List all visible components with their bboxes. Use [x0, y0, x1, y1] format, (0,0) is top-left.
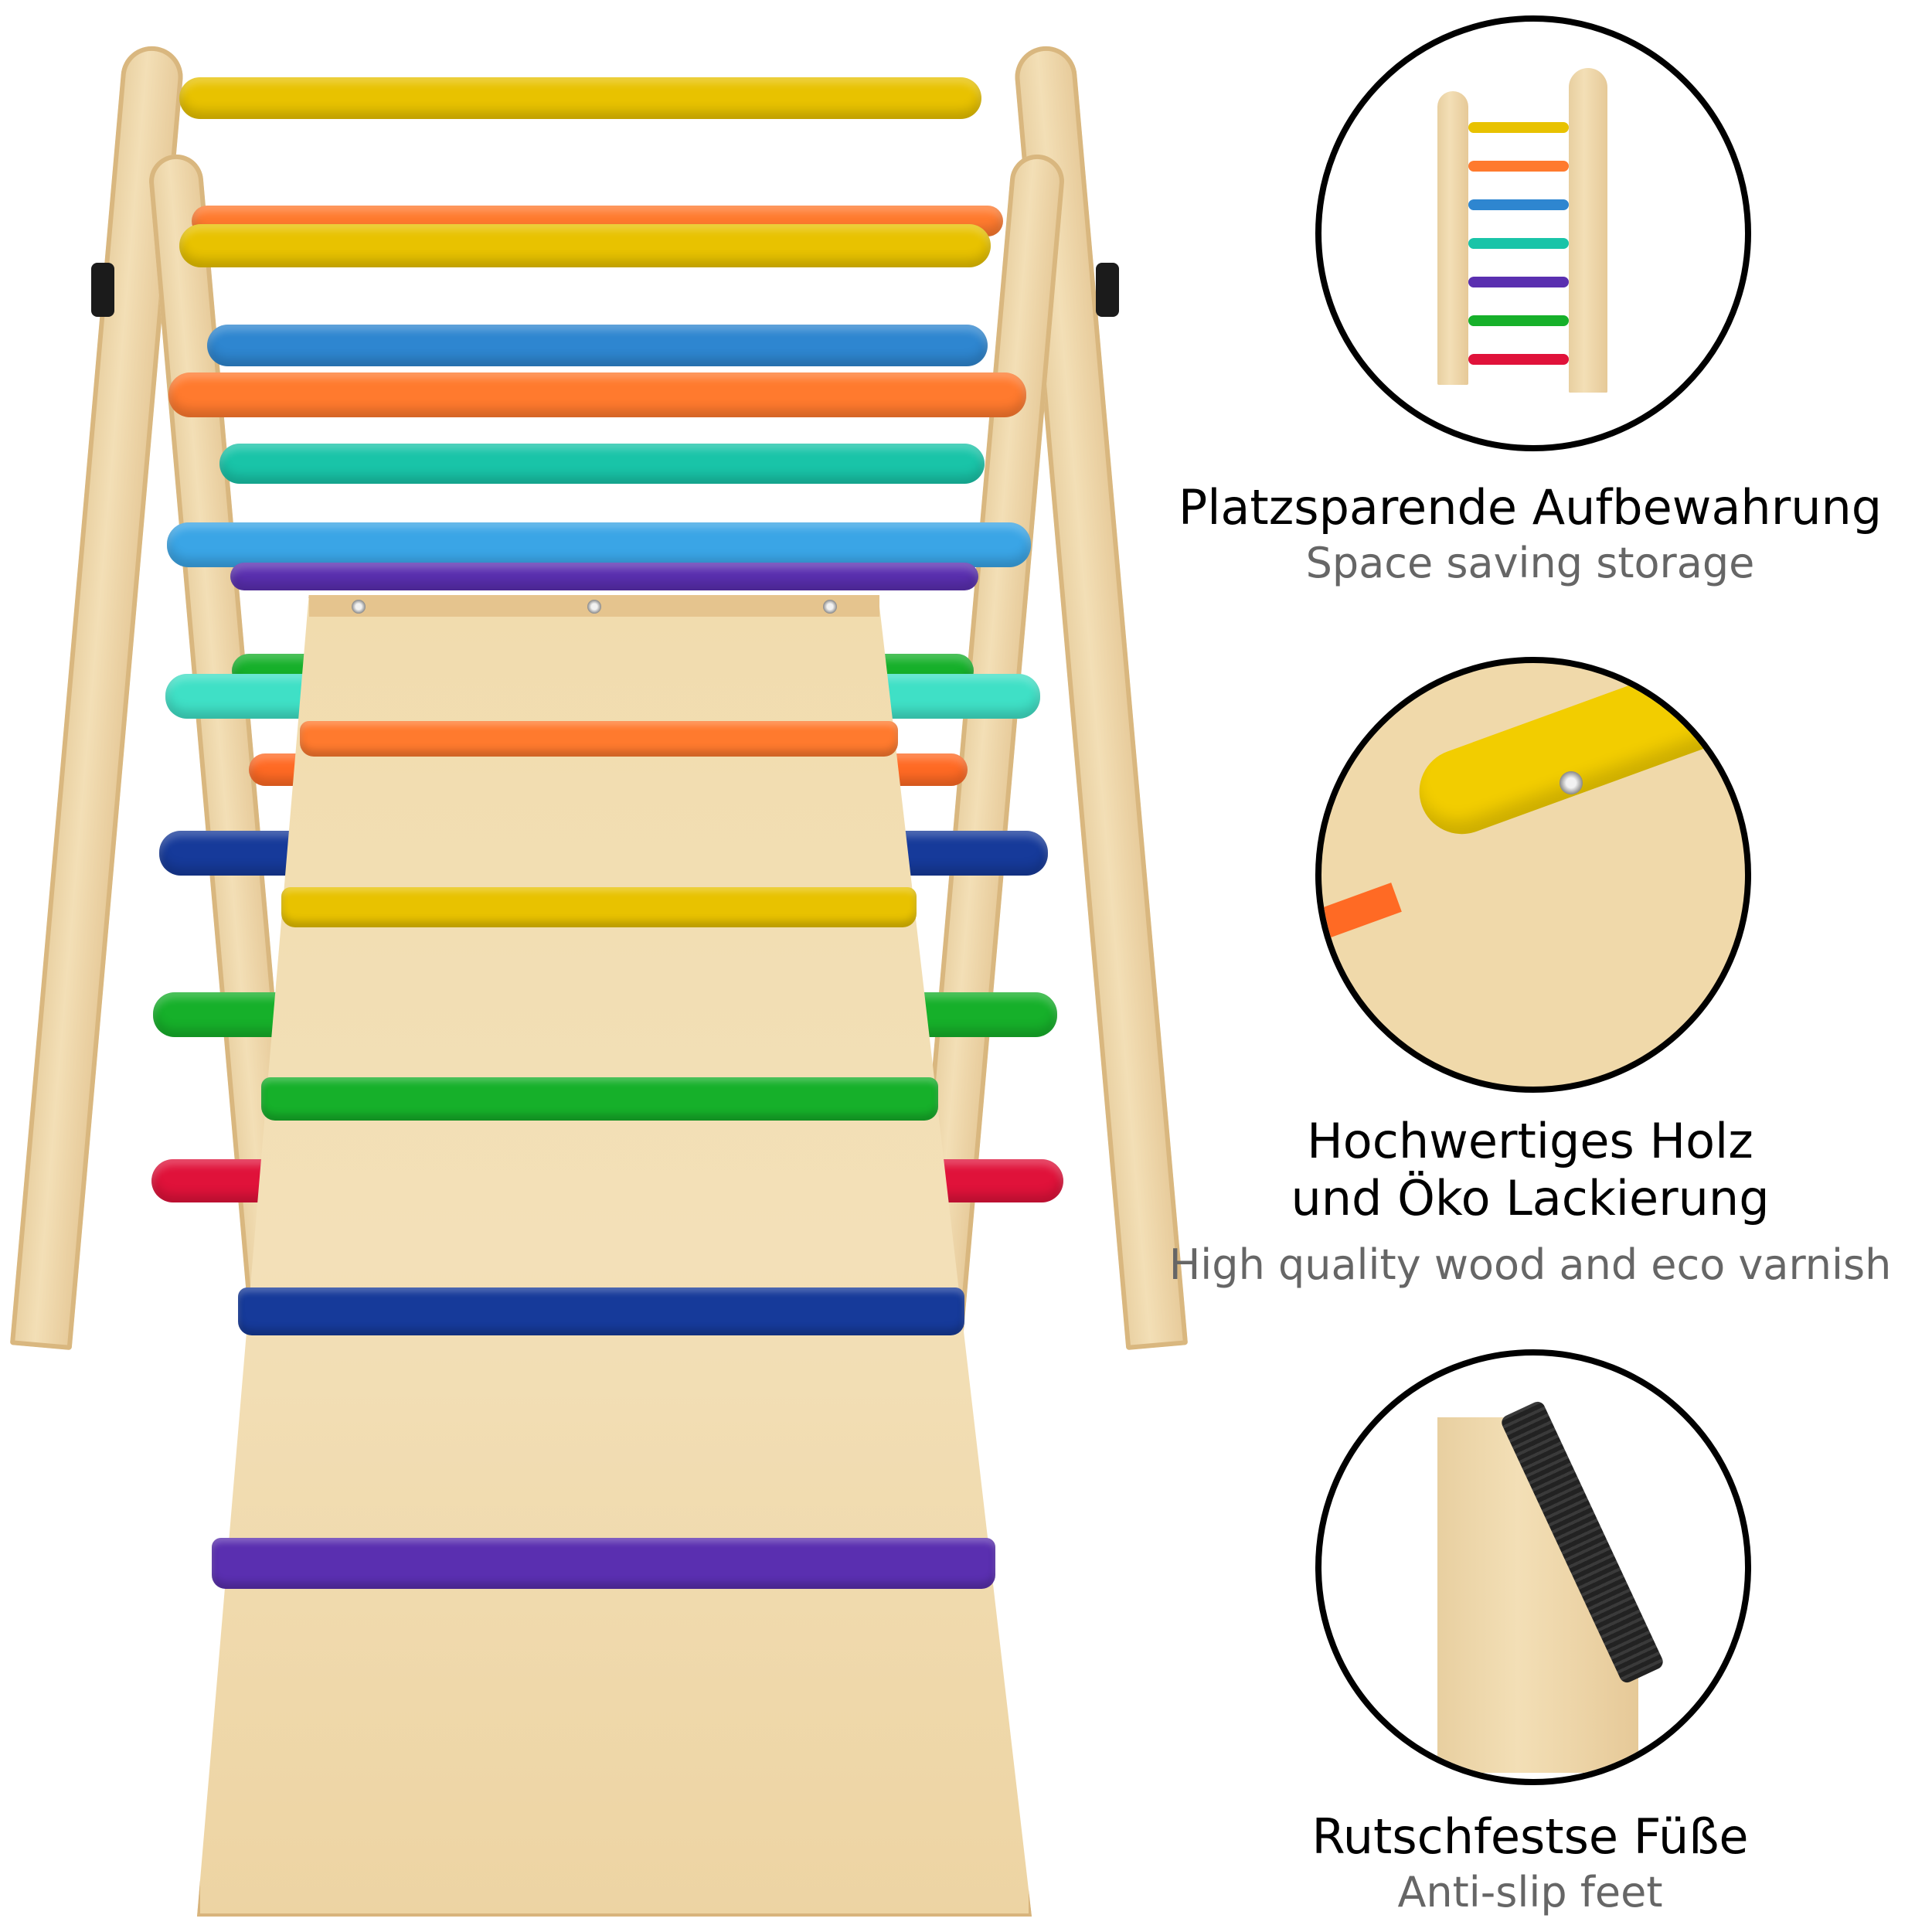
- folded-ladder-side: [1569, 68, 1607, 393]
- knob-right-icon: [1096, 263, 1119, 317]
- rung-blue: [207, 325, 988, 366]
- rung-purple: [230, 563, 978, 590]
- feature-image-storage: [1315, 15, 1751, 451]
- feature-title: Rutschfestse Füße: [1311, 1808, 1749, 1865]
- product-image: [9, 43, 1189, 1917]
- feature-caption-wood: Hochwertiges Holz und Öko Lackierung Hig…: [1144, 1113, 1917, 1292]
- ramp-rung-green: [261, 1077, 938, 1121]
- knob-left-icon: [91, 263, 114, 317]
- ramp-rung-orange: [300, 721, 898, 757]
- climbing-ramp: [197, 595, 1032, 1917]
- screw-icon: [587, 600, 601, 614]
- feature-title: Platzsparende Aufbewahrung: [1178, 479, 1883, 536]
- wood-rung-closeup-icon: [1407, 663, 1745, 846]
- feature-subtitle: Anti-slip feet: [1397, 1868, 1663, 1917]
- screw-icon: [823, 600, 837, 614]
- feature-title-line1: Hochwertiges Holz: [1307, 1113, 1753, 1169]
- feature-image-feet: [1315, 1349, 1751, 1785]
- ramp-rung-yellow: [281, 887, 917, 927]
- screw-icon: [352, 600, 366, 614]
- folded-ladder-icon: [1437, 91, 1468, 385]
- ramp-rung-purple: [212, 1538, 995, 1589]
- rung-teal: [219, 444, 985, 484]
- ramp-rung-navy: [238, 1287, 964, 1335]
- rung-yellow-2: [179, 224, 991, 267]
- feature-subtitle: High quality wood and eco varnish: [1168, 1240, 1892, 1289]
- feature-subtitle: Space saving storage: [1305, 539, 1755, 587]
- rung-yellow-top: [179, 77, 981, 119]
- rung-light-blue: [167, 522, 1031, 567]
- rung-orange-2: [168, 372, 1026, 417]
- feature-image-wood: [1315, 657, 1751, 1093]
- feature-title-line2: und Öko Lackierung: [1291, 1170, 1770, 1226]
- feature-caption-feet: Rutschfestse Füße Anti-slip feet: [1144, 1808, 1917, 1920]
- feature-caption-storage: Platzsparende Aufbewahrung Space saving …: [1144, 479, 1917, 590]
